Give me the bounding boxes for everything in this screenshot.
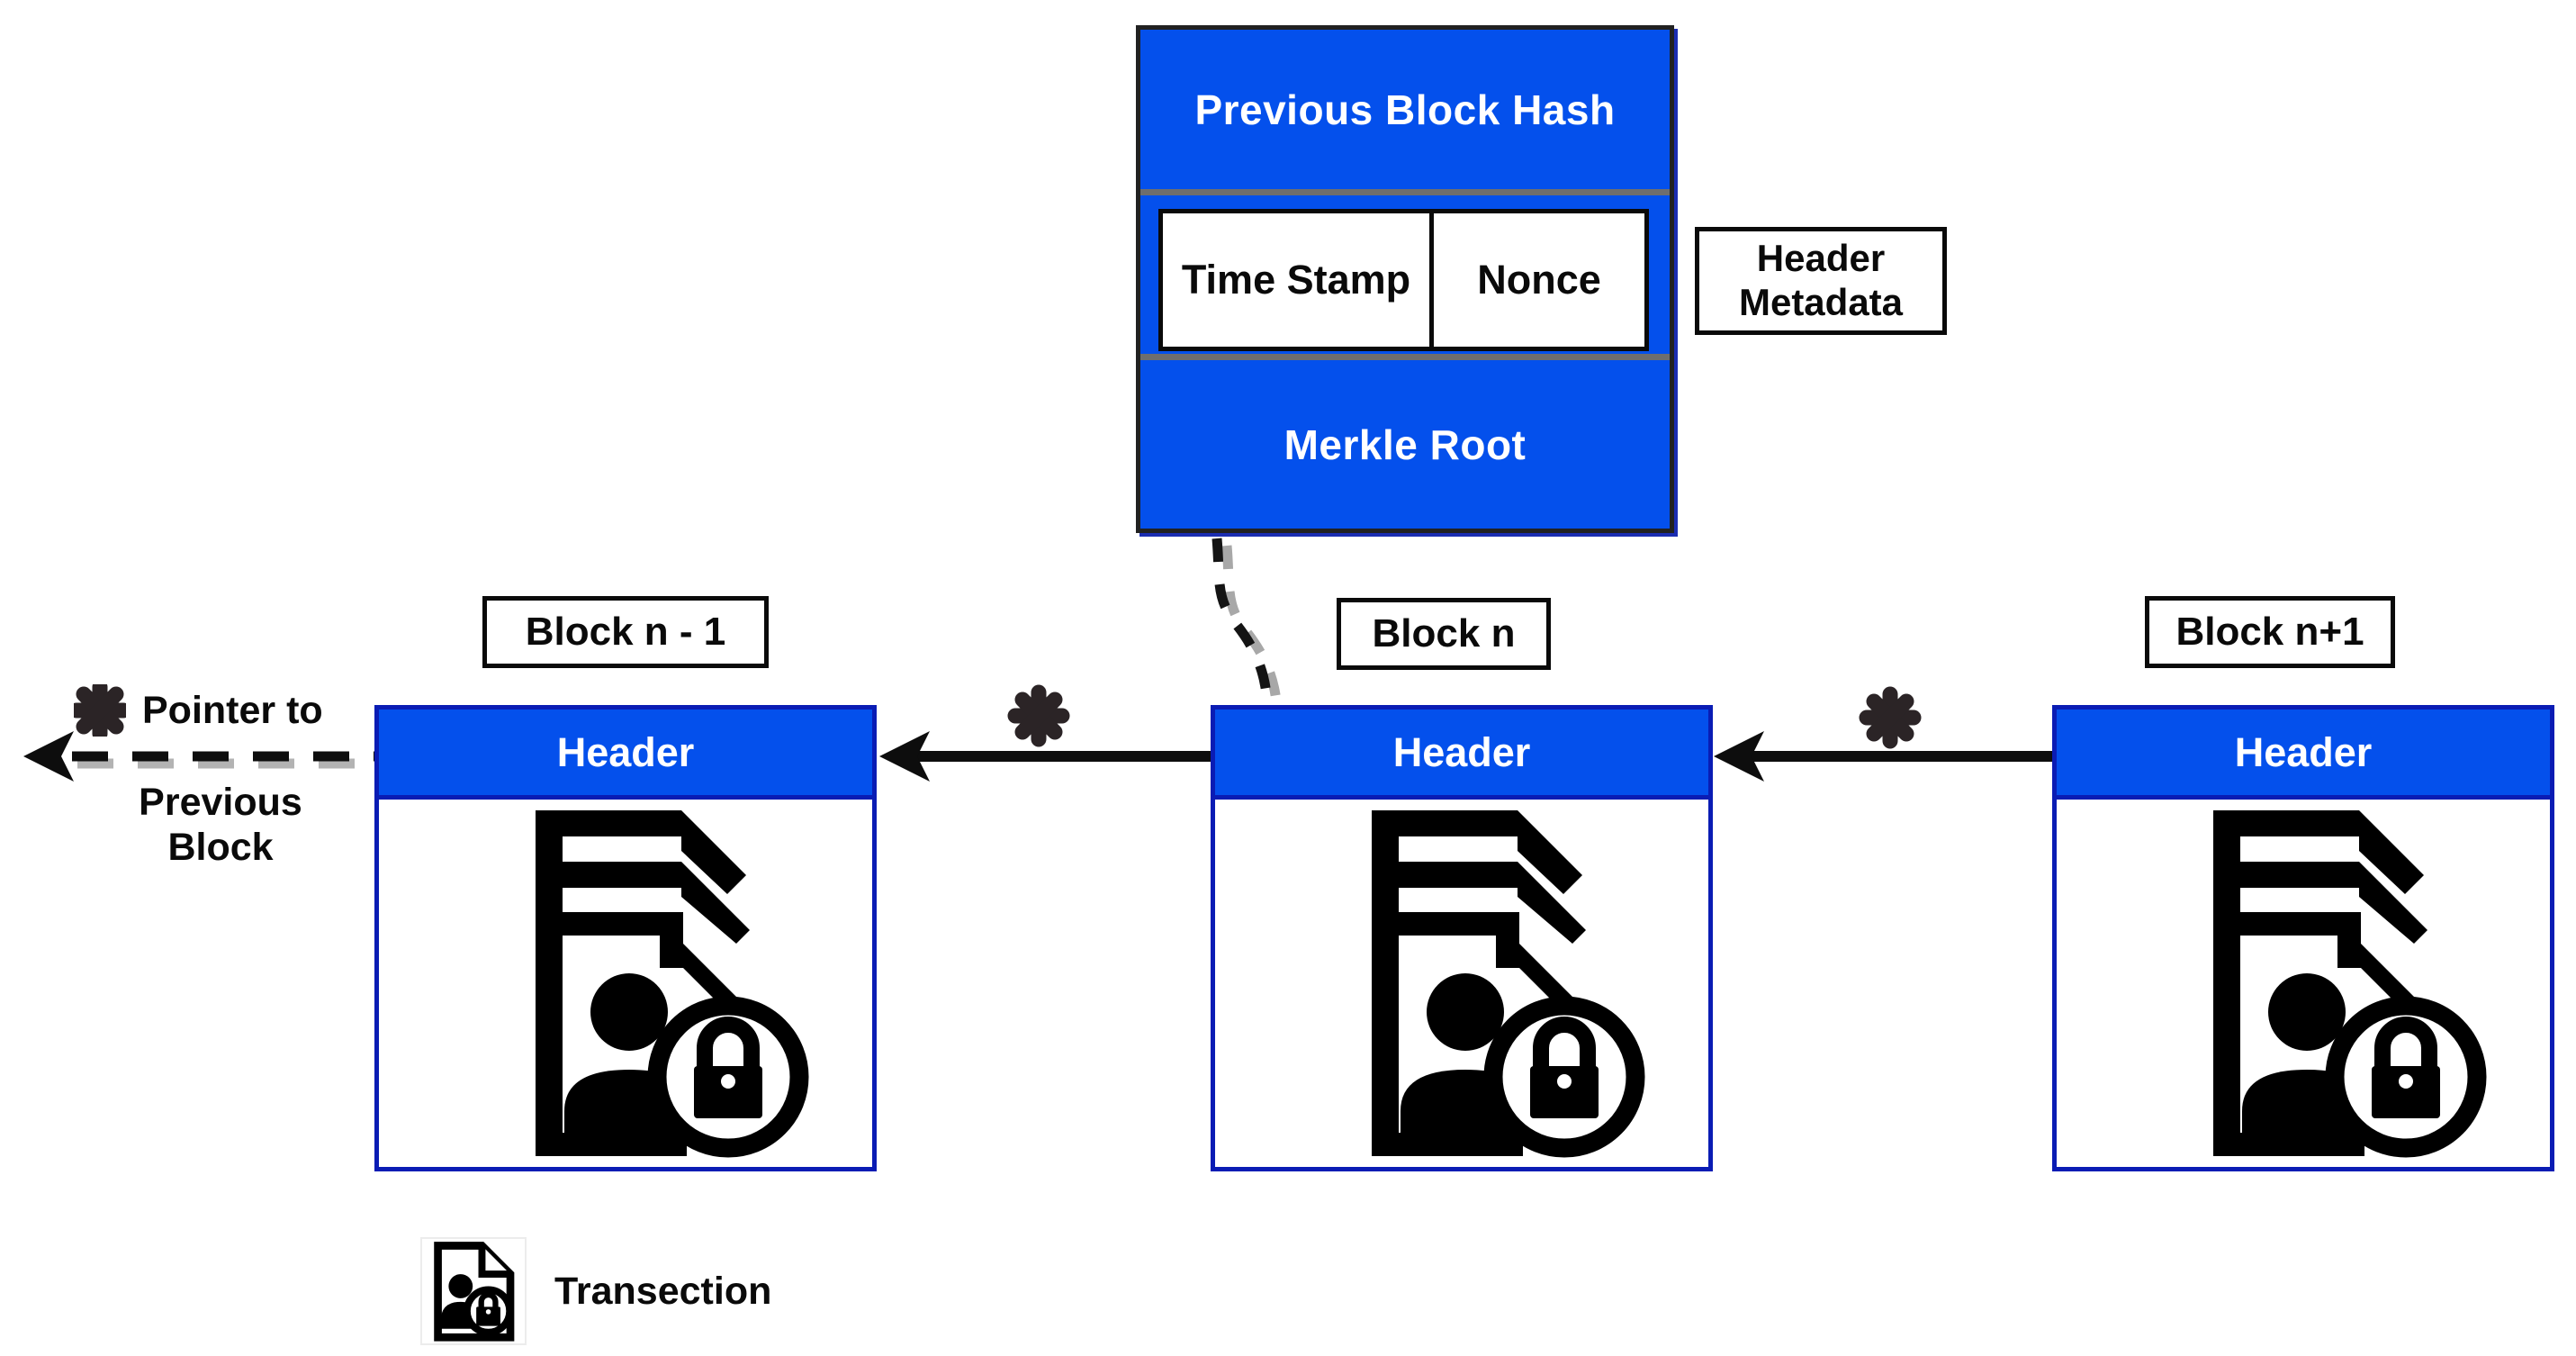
previous-block-hash-label: Previous Block Hash xyxy=(1194,86,1616,133)
timestamp-nonce-row: Time Stamp Nonce xyxy=(1140,195,1670,354)
time-stamp-cell: Time Stamp xyxy=(1163,213,1429,347)
previous-block-hash-cell: Previous Block Hash xyxy=(1140,30,1670,189)
block-n-label: Block n xyxy=(1337,598,1551,670)
header-metadata-callout: Header Metadata xyxy=(1695,227,1947,335)
block-n-1-label: Block n - 1 xyxy=(482,596,769,668)
block-n: Header xyxy=(1211,705,1713,1171)
separator xyxy=(1140,354,1670,360)
transaction-label: Transection xyxy=(554,1270,772,1313)
transaction-icon xyxy=(420,1237,527,1345)
block-header-bar: Header xyxy=(379,710,872,800)
block-body xyxy=(2057,800,2550,1167)
block-body xyxy=(1215,800,1708,1167)
asterisk-icon xyxy=(1015,692,1062,739)
block-header-bar: Header xyxy=(1215,710,1708,800)
document-person-lock-icon xyxy=(425,1241,522,1342)
merkle-to-header-connector xyxy=(1211,538,1283,712)
block-header-detail: Previous Block Hash Time Stamp Nonce Mer… xyxy=(1136,25,1674,533)
block-n-plus-1-label: Block n+1 xyxy=(2145,596,2395,668)
nonce-cell: Nonce xyxy=(1434,213,1644,347)
merkle-root-label: Merkle Root xyxy=(1283,420,1527,468)
transaction-document-icon xyxy=(2201,807,2489,1160)
previous-block-caption-line2: Block xyxy=(167,826,274,869)
previous-block-caption: Previous Block xyxy=(108,780,333,870)
nonce-label: Nonce xyxy=(1477,257,1601,303)
pointer-arrow-np1-to-n xyxy=(1714,731,2052,782)
pointer-legend: Pointer to xyxy=(74,684,323,737)
asterisk-icon xyxy=(1867,694,1914,741)
previous-block-caption-line1: Previous xyxy=(139,781,302,824)
block-n-1: Header xyxy=(374,705,877,1171)
timestamp-nonce-box: Time Stamp Nonce xyxy=(1158,209,1649,351)
header-metadata-line1: Header xyxy=(1756,237,1886,280)
asterisk-icon xyxy=(74,684,126,737)
cell-divider xyxy=(1429,213,1434,347)
block-n-plus-1: Header xyxy=(2052,705,2554,1171)
separator xyxy=(1140,189,1670,195)
pointer-arrow-n-to-n1 xyxy=(879,731,1211,782)
merkle-root-cell: Merkle Root xyxy=(1140,360,1670,529)
block-header-bar: Header xyxy=(2057,710,2550,800)
header-metadata-line2: Metadata xyxy=(1738,281,1904,323)
block-body xyxy=(379,800,872,1167)
pointer-arrow-previous-block xyxy=(23,731,374,782)
transaction-document-icon xyxy=(523,807,811,1160)
time-stamp-label: Time Stamp xyxy=(1181,257,1411,303)
pointer-to-label: Pointer to xyxy=(142,688,323,732)
transaction-document-icon xyxy=(1359,807,1647,1160)
